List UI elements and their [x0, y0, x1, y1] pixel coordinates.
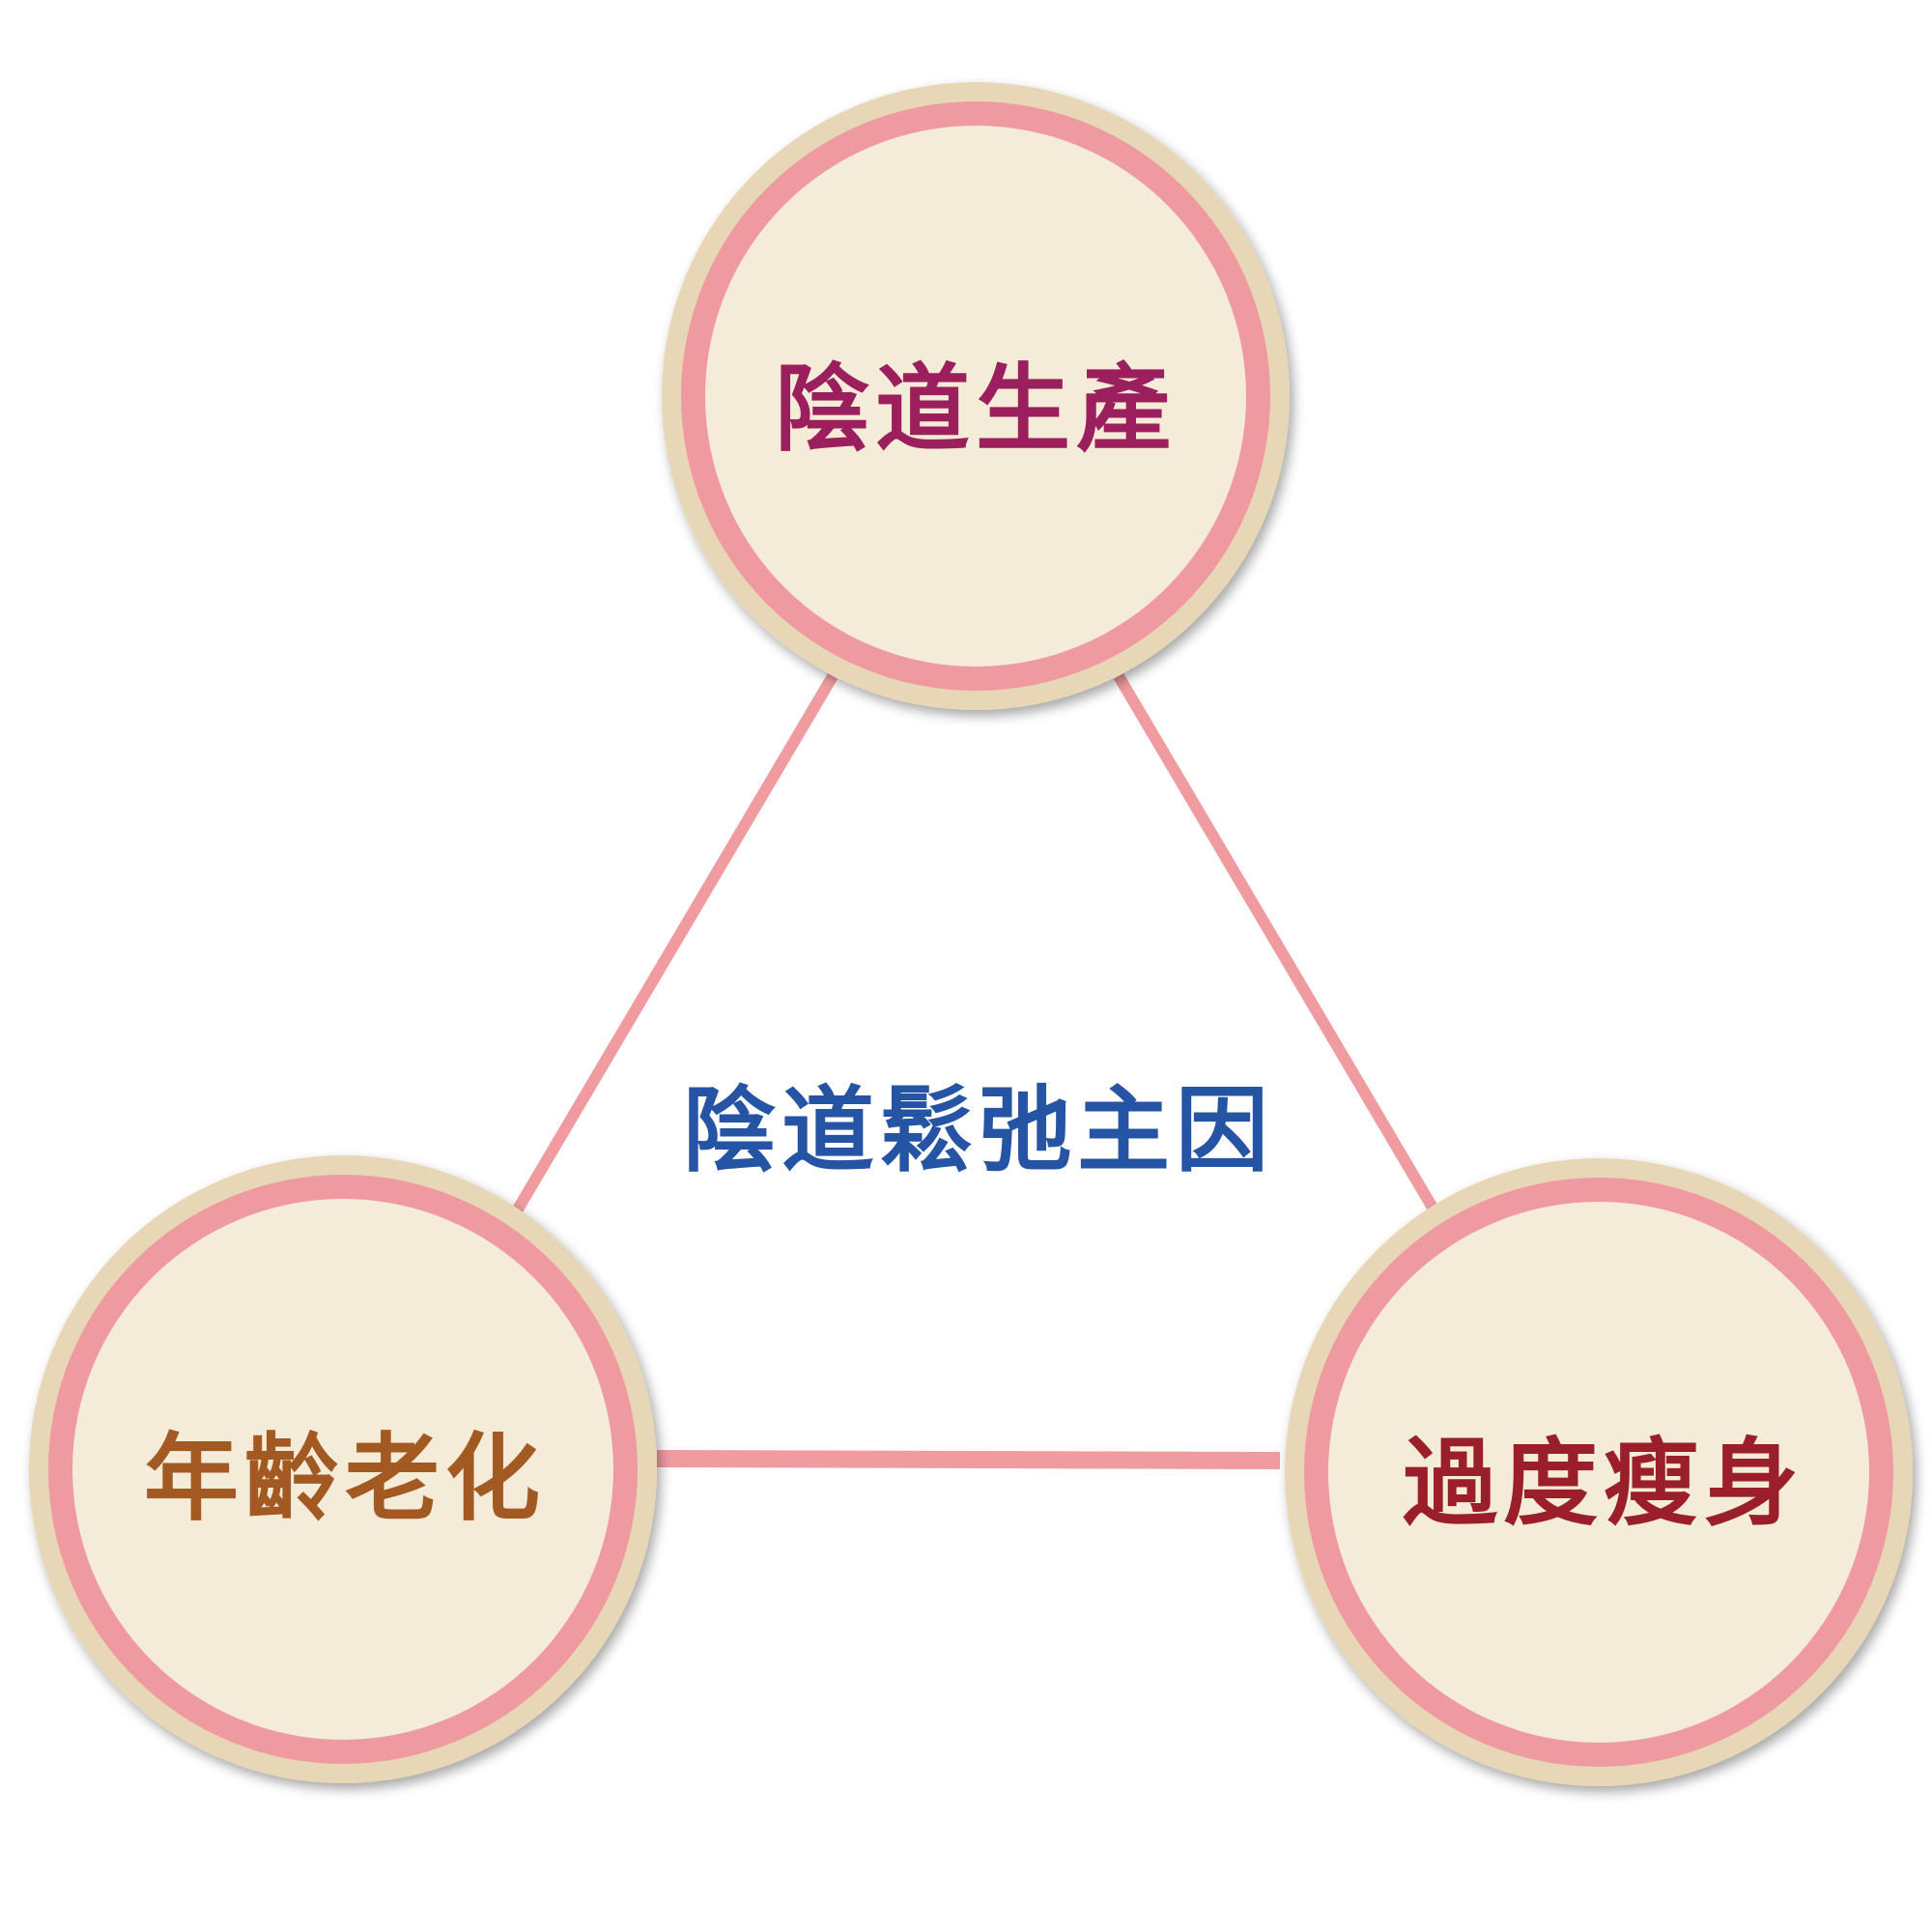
node-top: [662, 82, 1290, 710]
node-right: [1285, 1158, 1913, 1786]
node-left-label: 年齡老化: [143, 1424, 547, 1534]
connector-left-right: [656, 1450, 1281, 1469]
connector-top-right: [1113, 672, 1445, 1223]
node-left: [29, 1155, 657, 1783]
center-label: 陰道鬆弛主因: [683, 1076, 1274, 1185]
node-right-inner: [1328, 1202, 1869, 1743]
node-right-label: 過度瘦身: [1402, 1429, 1805, 1539]
node-left-inner: [72, 1199, 613, 1740]
connector-top-left: [506, 672, 838, 1223]
node-top-inner: [705, 126, 1246, 667]
node-top-label: 陰道生產: [774, 355, 1178, 465]
